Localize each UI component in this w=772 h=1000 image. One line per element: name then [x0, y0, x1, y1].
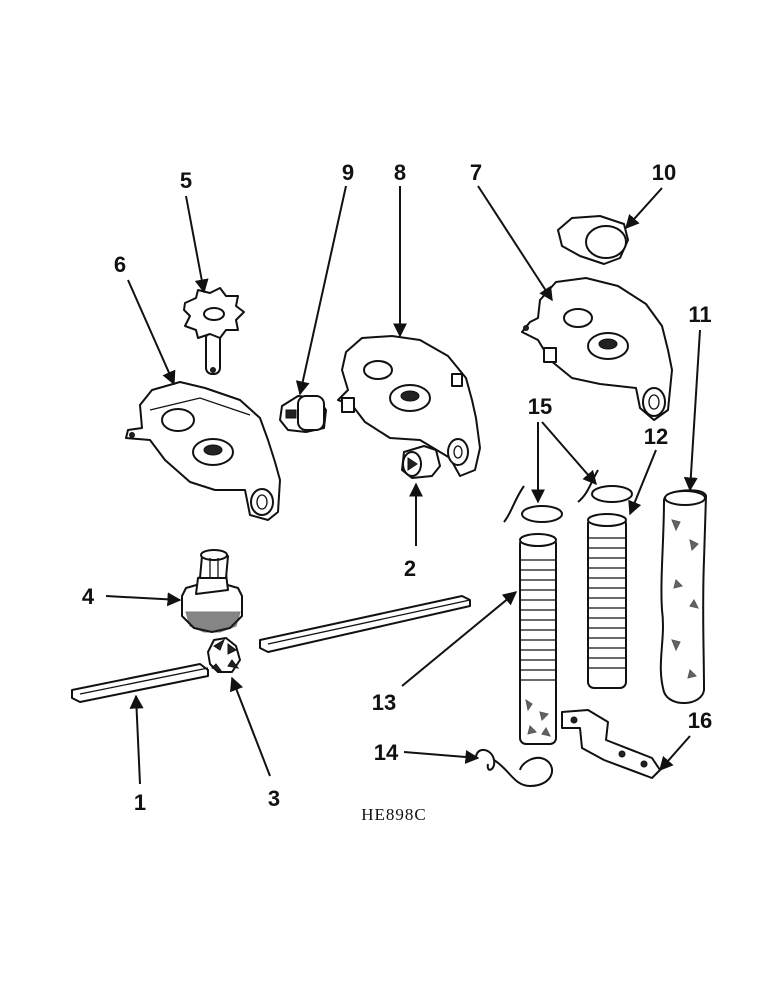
square-shaft-icon [71, 663, 209, 703]
callout-14: 14 [374, 740, 399, 765]
leader-11 [683, 329, 701, 492]
callout-13: 13 [372, 690, 396, 715]
gear-housing-icon [125, 381, 281, 521]
callout-9: 9 [342, 160, 354, 185]
callout-7: 7 [470, 160, 482, 185]
gear-housing-icon [337, 335, 481, 477]
callout-labels: 5 6 9 8 7 10 11 12 15 2 4 13 14 16 1 3 H… [82, 160, 712, 824]
spring-clip-icon [577, 469, 633, 503]
leader-14 [403, 750, 480, 764]
bevel-gear-icon [181, 549, 243, 633]
callout-11: 11 [688, 302, 711, 327]
figure-code: HE898C [361, 805, 427, 824]
spring-clip-icon [475, 749, 554, 788]
flexible-seed-tube-icon [659, 489, 707, 705]
leader-3 [230, 676, 271, 777]
bevel-gear-icon [207, 637, 241, 674]
callout-4: 4 [82, 584, 95, 609]
drive-block-icon [279, 395, 327, 433]
callout-8: 8 [394, 160, 406, 185]
callout-1: 1 [134, 790, 146, 815]
leader-13 [401, 591, 518, 687]
leader-10 [625, 187, 663, 230]
leader-4 [105, 592, 182, 607]
leader-6 [127, 279, 176, 386]
gear-housing-icon [521, 277, 673, 421]
leader-16 [659, 735, 691, 772]
callout-5: 5 [180, 168, 192, 193]
leader-lines [105, 185, 701, 785]
leader-9 [295, 185, 347, 396]
sprocket-icon [183, 287, 245, 375]
leader-15b [541, 421, 597, 486]
flexible-seed-tube-icon [587, 513, 627, 689]
callout-15: 15 [528, 394, 552, 419]
leader-12 [628, 449, 657, 516]
leader-5 [185, 195, 209, 294]
spring-clip-icon [503, 485, 563, 523]
bushing-icon [401, 445, 441, 479]
cap-icon [557, 215, 629, 265]
square-shaft-icon [259, 595, 471, 653]
callout-12: 12 [644, 424, 668, 449]
flexible-seed-tube-icon [519, 533, 557, 745]
leader-1 [129, 694, 144, 785]
callout-6: 6 [114, 252, 126, 277]
bracket-icon [561, 709, 661, 779]
callout-2: 2 [404, 556, 416, 581]
callout-3: 3 [268, 786, 280, 811]
leader-7 [477, 185, 553, 302]
callout-10: 10 [652, 160, 676, 185]
callout-16: 16 [688, 708, 712, 733]
